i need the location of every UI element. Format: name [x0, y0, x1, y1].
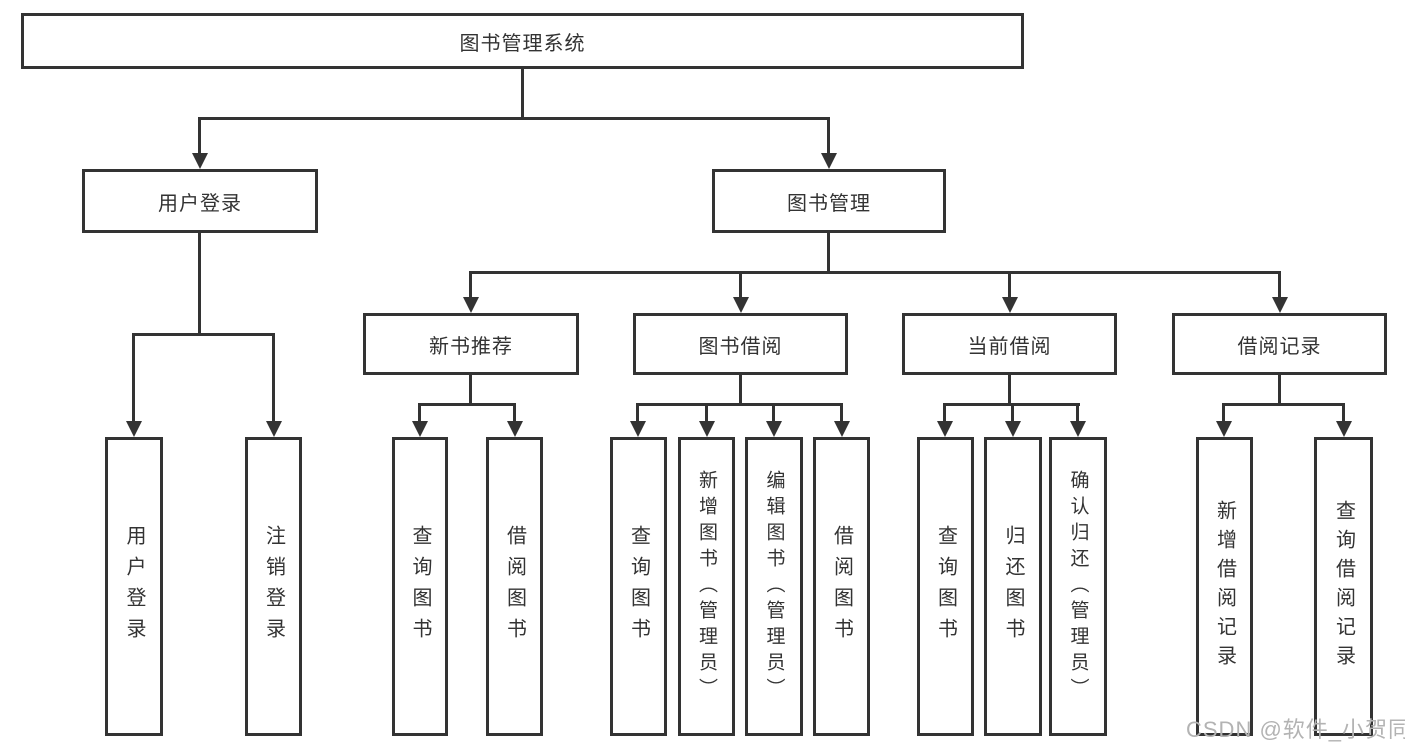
- connector-records-hline: [1222, 403, 1345, 406]
- node-book-management: 图书管理: [712, 169, 946, 233]
- connector-mgmt-stub: [827, 233, 830, 274]
- connector-drop-leaf: [772, 403, 775, 423]
- connector-drop-leaf: [513, 403, 516, 423]
- leaf-user-login: 用户登录: [105, 437, 163, 736]
- leaf-label: 用户登录: [123, 524, 145, 649]
- node-borrow-records: 借阅记录: [1172, 313, 1387, 375]
- leaf-label: 查询图书: [627, 524, 650, 649]
- arrowhead-icon: [463, 297, 479, 313]
- connector-level2-hline: [198, 117, 830, 120]
- leaf-label: 新增图书（管理员）: [696, 469, 717, 704]
- connector-borrow-stub: [739, 375, 742, 406]
- leaf-borrow-book-1: 借阅图书: [486, 437, 543, 736]
- leaf-query-book-2: 查询图书: [610, 437, 667, 736]
- leaf-label: 编辑图书（管理员）: [763, 469, 785, 704]
- arrowhead-icon: [1005, 421, 1021, 437]
- leaf-label: 借阅图书: [503, 524, 526, 649]
- leaf-label: 借阅图书: [830, 524, 853, 649]
- connector-drop-leaf: [1011, 403, 1014, 423]
- node-current-borrow: 当前借阅: [902, 313, 1117, 375]
- connector-drop-recommend: [469, 271, 472, 299]
- arrowhead-icon: [821, 153, 837, 169]
- connector-drop-user: [198, 117, 201, 155]
- leaf-query-book-3: 查询图书: [917, 437, 974, 736]
- leaf-query-borrow-record: 查询借阅记录: [1314, 437, 1373, 736]
- leaf-add-borrow-record: 新增借阅记录: [1196, 437, 1253, 736]
- connector-borrow-hline: [636, 403, 843, 406]
- connector-drop-leaf: [272, 333, 275, 423]
- connector-drop-leaf: [418, 403, 421, 423]
- connector-drop-current: [1008, 271, 1011, 299]
- arrowhead-icon: [733, 297, 749, 313]
- arrowhead-icon: [766, 421, 782, 437]
- leaf-return-book: 归还图书: [984, 437, 1042, 736]
- arrowhead-icon: [192, 153, 208, 169]
- node-root: 图书管理系统: [21, 13, 1024, 69]
- arrowhead-icon: [1002, 297, 1018, 313]
- connector-level3-hline: [469, 271, 1281, 274]
- connector-drop-records: [1278, 271, 1281, 299]
- csdn-watermark: CSDN @软件_小贺同学: [1186, 717, 1405, 742]
- arrowhead-icon: [1216, 421, 1232, 437]
- leaf-add-book-admin: 新增图书（管理员）: [678, 437, 735, 736]
- node-user-login: 用户登录: [82, 169, 318, 233]
- leaf-label: 新增借阅记录: [1213, 499, 1236, 674]
- connector-user-stub: [198, 233, 201, 336]
- connector-drop-leaf: [840, 403, 843, 423]
- arrowhead-icon: [937, 421, 953, 437]
- connector-root-stub: [521, 69, 524, 120]
- leaf-edit-book-admin: 编辑图书（管理员）: [745, 437, 803, 736]
- connector-recommend-stub: [469, 375, 472, 406]
- node-book-borrow: 图书借阅: [633, 313, 848, 375]
- arrowhead-icon: [126, 421, 142, 437]
- arrowhead-icon: [412, 421, 428, 437]
- connector-drop-mgmt: [827, 117, 830, 155]
- arrowhead-icon: [630, 421, 646, 437]
- leaf-label: 查询借阅记录: [1332, 499, 1355, 674]
- arrowhead-icon: [266, 421, 282, 437]
- node-new-book-recommend: 新书推荐: [363, 313, 579, 375]
- connector-user-hline: [132, 333, 275, 336]
- connector-drop-borrow: [739, 271, 742, 299]
- leaf-label: 注销登录: [262, 524, 285, 649]
- connector-drop-leaf: [636, 403, 639, 423]
- leaf-query-book-1: 查询图书: [392, 437, 448, 736]
- connector-drop-leaf: [705, 403, 708, 423]
- connector-drop-leaf: [132, 333, 135, 423]
- leaf-borrow-book-2: 借阅图书: [813, 437, 870, 736]
- arrowhead-icon: [1272, 297, 1288, 313]
- leaf-label: 确认归还（管理员）: [1067, 469, 1089, 704]
- leaf-label: 查询图书: [409, 524, 431, 649]
- connector-records-stub: [1278, 375, 1281, 406]
- arrowhead-icon: [834, 421, 850, 437]
- connector-recommend-hline: [418, 403, 516, 406]
- leaf-label: 查询图书: [934, 524, 957, 649]
- connector-current-stub: [1008, 375, 1011, 406]
- connector-drop-leaf: [1076, 403, 1079, 423]
- connector-drop-leaf: [1222, 403, 1225, 423]
- arrowhead-icon: [699, 421, 715, 437]
- arrowhead-icon: [507, 421, 523, 437]
- connector-drop-leaf: [943, 403, 946, 423]
- leaf-confirm-return-admin: 确认归还（管理员）: [1049, 437, 1107, 736]
- arrowhead-icon: [1070, 421, 1086, 437]
- leaf-logout: 注销登录: [245, 437, 302, 736]
- connector-drop-leaf: [1342, 403, 1345, 423]
- leaf-label: 归还图书: [1002, 524, 1024, 649]
- arrowhead-icon: [1336, 421, 1352, 437]
